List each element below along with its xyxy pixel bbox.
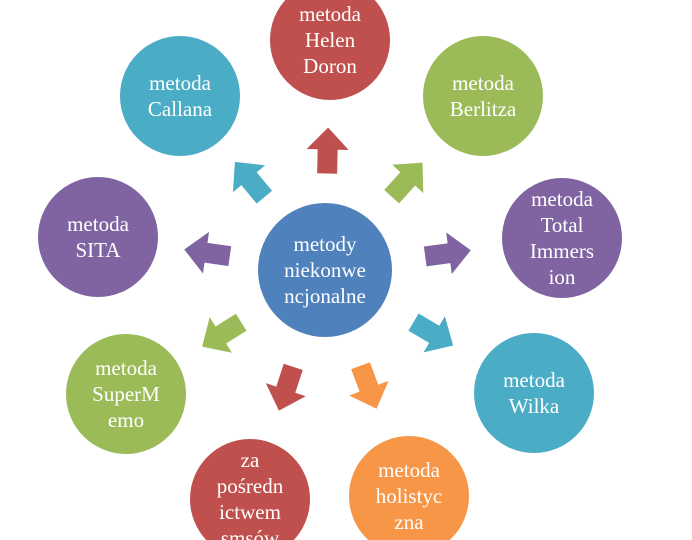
node-label-sita-0: metoda: [67, 212, 129, 236]
arrow-helen-doron: [306, 127, 349, 174]
node-label-sms-0: za: [241, 448, 260, 472]
node-label-helen-doron-2: Doron: [303, 54, 357, 78]
node-label-supermemo-2: emo: [108, 408, 144, 432]
node-label-total-immersion-2: Immers: [530, 239, 594, 263]
arrow-wilka: [408, 313, 454, 353]
node-circle-callana: [120, 36, 240, 156]
node-circle-sms: [190, 439, 310, 540]
node-label-helen-doron-0: metoda: [299, 2, 361, 26]
node-circle-helen-doron: [270, 0, 390, 100]
arrow-supermemo: [202, 313, 247, 353]
node-label-sita-1: SITA: [76, 238, 122, 262]
node-label-sms-3: smsów: [221, 526, 280, 540]
arrow-callana: [232, 161, 273, 204]
node-label-wilka-0: metoda: [503, 368, 565, 392]
node-circle-wilka: [474, 333, 594, 453]
arrow-berlitza: [384, 162, 424, 204]
arrow-sms: [265, 363, 306, 411]
node-label-holistyczna-2: zna: [394, 510, 424, 534]
node-label-center-2: ncjonalne: [284, 284, 366, 308]
node-label-center-1: niekonwe: [284, 258, 366, 282]
arrow-total-immersion: [423, 232, 471, 275]
node-label-supermemo-1: SuperM: [92, 382, 160, 406]
node-label-holistyczna-0: metoda: [378, 458, 440, 482]
node-label-berlitza-0: metoda: [452, 71, 514, 95]
node-circle-center: [258, 203, 392, 337]
arrow-holistyczna: [349, 362, 389, 409]
node-label-sms-1: pośredn: [217, 474, 284, 498]
node-circle-total-immersion: [502, 178, 622, 298]
node-label-supermemo-0: metoda: [95, 356, 157, 380]
node-label-helen-doron-1: Helen: [305, 28, 356, 52]
node-circle-berlitza: [423, 36, 543, 156]
arrow-sita: [184, 231, 232, 274]
node-label-wilka-1: Wilka: [509, 394, 560, 418]
node-label-total-immersion-3: ion: [549, 265, 576, 289]
node-circle-sita: [38, 177, 158, 297]
node-label-holistyczna-1: holistyc: [376, 484, 443, 508]
node-label-callana-1: Callana: [148, 97, 213, 121]
node-label-sms-2: ictwem: [219, 500, 281, 524]
node-circle-supermemo: [66, 334, 186, 454]
node-label-callana-0: metoda: [149, 71, 211, 95]
node-circle-holistyczna: [349, 436, 469, 540]
node-label-total-immersion-1: Total: [541, 213, 584, 237]
node-label-total-immersion-0: metoda: [531, 187, 593, 211]
node-label-center-0: metody: [294, 232, 357, 256]
node-label-berlitza-1: Berlitza: [450, 97, 517, 121]
